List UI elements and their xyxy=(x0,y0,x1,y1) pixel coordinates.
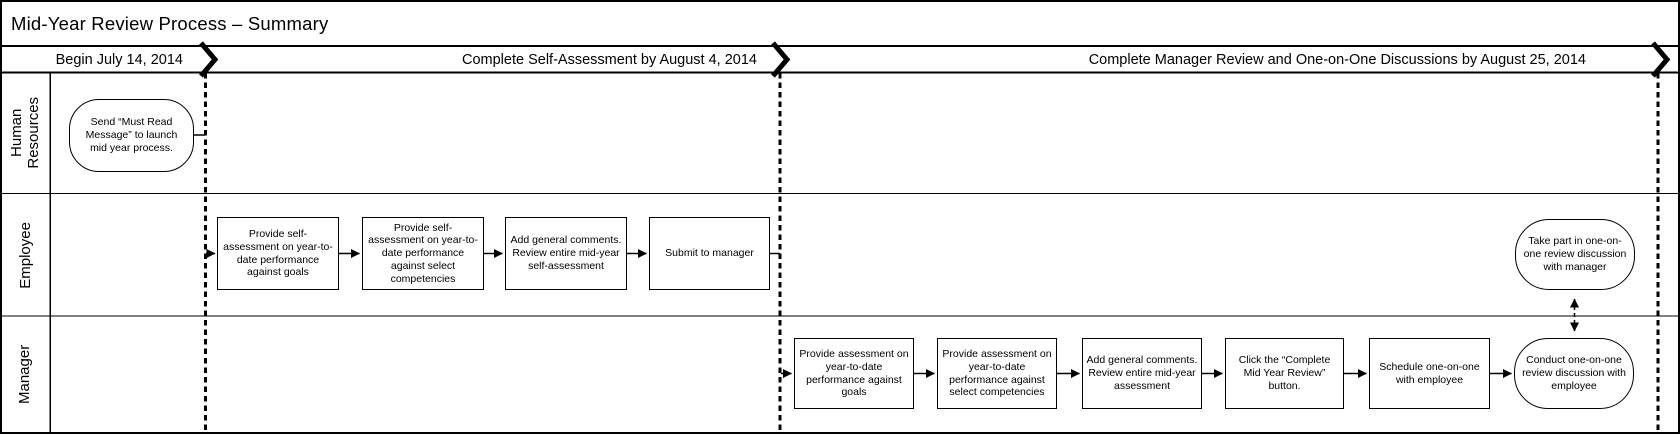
node-mgr-schedule-one-on-one: Schedule one-on-one with employee xyxy=(1369,338,1490,409)
phase-label: Complete Self-Assessment by August 4, 20… xyxy=(462,51,757,68)
phase-label: Begin July 14, 2014 xyxy=(55,51,183,68)
phase-label: Complete Manager Review and One-on-One D… xyxy=(1088,51,1586,68)
phase-chevron-2 xyxy=(771,41,791,78)
phase-header-begin: Begin July 14, 2014 xyxy=(2,46,205,73)
node-emp-submit-to-manager: Submit to manager xyxy=(649,217,770,290)
node-emp-self-assessment-goals: Provide self-assessment on year-to-date … xyxy=(217,217,339,290)
node-mgr-assessment-goals: Provide assessment on year-to-date perfo… xyxy=(794,338,914,409)
node-mgr-conduct-one-on-one: Conduct one-on-one review discussion wit… xyxy=(1514,338,1634,409)
phase-header-manager-review: Complete Manager Review and One-on-One D… xyxy=(780,46,1658,73)
node-emp-self-assessment-competencies: Provide self-assessment on year-to-date … xyxy=(362,217,484,290)
phase-chevron-3 xyxy=(1651,41,1671,78)
phase-chevron-1 xyxy=(199,41,219,78)
phase-header-self-assessment: Complete Self-Assessment by August 4, 20… xyxy=(206,46,780,73)
node-mgr-assessment-competencies: Provide assessment on year-to-date perfo… xyxy=(937,338,1057,409)
node-mgr-click-complete-review: Click the “Complete Mid Year Review” but… xyxy=(1225,338,1344,409)
node-emp-general-comments: Add general comments. Review entire mid-… xyxy=(505,217,627,290)
node-mgr-general-comments: Add general comments. Review entire mid-… xyxy=(1082,338,1202,409)
diagram-title: Mid-Year Review Process – Summary xyxy=(11,13,329,34)
node-hr-send-message: Send “Must Read Message” to launch mid y… xyxy=(69,99,194,172)
node-emp-one-on-one-discussion: Take part in one-on-one review discussio… xyxy=(1515,219,1635,290)
